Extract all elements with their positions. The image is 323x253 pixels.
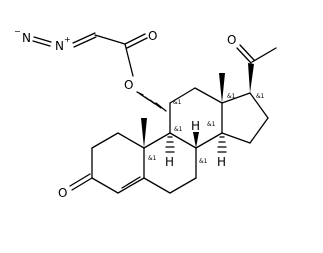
stereo-c11: &1: [173, 99, 182, 106]
atom-h-c14: H: [217, 155, 226, 169]
atom-n1: N: [22, 31, 31, 45]
bond-c10-c1: [117, 132, 145, 149]
c11-ester-bond: [136, 91, 167, 112]
bond-n1-n2-a: [33, 36, 52, 43]
ring-b: [143, 132, 197, 194]
bond-n1-n2-b: [32, 40, 51, 47]
methyl-c18-wedge: [219, 73, 225, 103]
bond-c8-c9: [169, 132, 197, 149]
stereo-hydrogens: [165, 132, 227, 153]
ring-a: [69, 132, 145, 194]
diazoacetyl-group: [32, 32, 148, 77]
charge-n2: +: [64, 35, 71, 44]
ring-d: [221, 92, 269, 144]
atom-o-ketone-3: O: [58, 186, 67, 200]
bond-c20-o-b: [239, 44, 255, 61]
ring-c: [169, 87, 223, 149]
bond-c20-c21: [251, 47, 277, 63]
bond-c6-c7: [169, 177, 197, 194]
bond-c12-c13: [194, 87, 223, 104]
stereo-c13: &1: [227, 93, 236, 100]
methyl-c19-wedge: [141, 118, 147, 148]
stereo-c17: &1: [256, 93, 265, 100]
atom-o-ketone-20: O: [227, 33, 236, 47]
stereo-c14: &1: [207, 121, 216, 128]
c17-c20-wedge: [248, 63, 254, 93]
bond-c13-c17: [221, 92, 251, 104]
stereo-labels: &1 &1 &1 &1 &1 &1 &1: [148, 93, 265, 165]
charge-n1: −: [14, 27, 21, 36]
stereo-c10: &1: [148, 155, 157, 162]
h-c8-wedge: [193, 132, 199, 148]
hash-4: [149, 99, 162, 109]
bond-n2-ch: [72, 32, 96, 44]
atom-o-carbonyl-ester: O: [148, 29, 157, 43]
bond-c3-c4: [91, 177, 119, 194]
bond-c17-c16: [249, 92, 269, 119]
bond-c-o-double-a: [124, 33, 146, 45]
bond-c-o-double-b: [126, 37, 148, 49]
stereo-c8: &1: [199, 158, 208, 165]
bond-c14-c8: [195, 132, 223, 149]
bond-c9-c10: [143, 132, 171, 149]
hash-5: [155, 102, 167, 112]
atom-n2: N: [55, 39, 64, 53]
bond-c4-c5: [117, 177, 145, 194]
atom-o-ester: O: [124, 78, 133, 92]
bond-c1-c2: [91, 132, 119, 149]
bond-c3-o-a: [71, 177, 93, 191]
atom-h-c9: H: [165, 155, 174, 169]
bond-n2-ch-double: [73, 36, 97, 48]
bond-c-o-ester: [124, 43, 134, 77]
bond-c16-c15: [249, 117, 269, 144]
bond-c3-o-b: [69, 173, 91, 187]
acetyl-group: [236, 44, 277, 93]
bond-c11-c12: [169, 87, 196, 104]
bond-c15-c14: [221, 132, 251, 144]
bond-ch-c-ester: [94, 34, 126, 45]
atom-h-c8: H: [191, 119, 200, 133]
stereo-c9: &1: [174, 126, 183, 133]
bond-c5-c6: [143, 177, 171, 194]
bond-c20-o-a: [236, 47, 252, 64]
bond-c4-c5-double: [121, 176, 141, 189]
atom-labels: N − N + O O O O H H H: [14, 27, 236, 200]
